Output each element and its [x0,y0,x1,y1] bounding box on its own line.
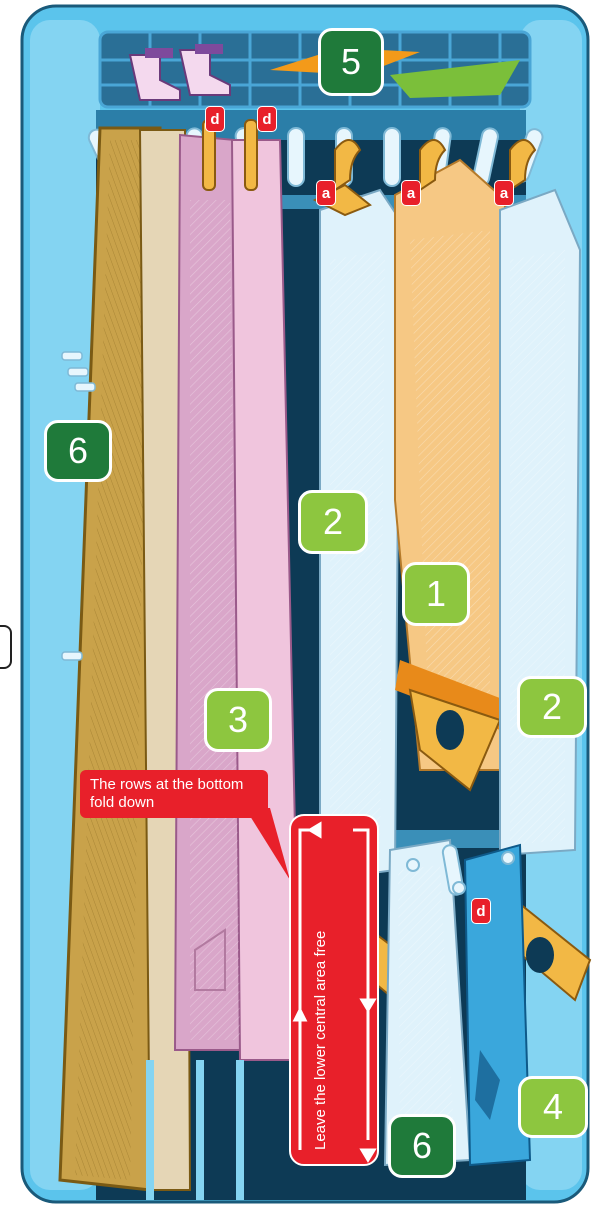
shirt-yellow [395,160,505,790]
badge-6-left: 6 [44,420,112,482]
fold-down-note: The rows at the bottom fold down [80,770,268,818]
tag-d-3: d [471,898,491,924]
badge-1: 1 [402,562,470,626]
side-handle [0,625,12,669]
badge-6-bottom: 6 [388,1114,456,1178]
badge-2-left: 2 [298,490,368,554]
tag-a-1: a [316,180,336,206]
badge-3: 3 [204,688,272,752]
tag-a-2: a [401,180,421,206]
badge-5: 5 [318,28,384,96]
pink-trousers [175,135,300,1060]
tag-a-3: a [494,180,514,206]
leave-free-box [290,815,378,1165]
shirt-right [500,190,580,855]
badge-4: 4 [518,1076,588,1138]
badge-2-right: 2 [517,676,587,738]
leave-free-note: Leave the lower central area free [312,870,330,1150]
tag-d-1: d [205,106,225,132]
clip-2 [245,120,257,190]
tag-d-2: d [257,106,277,132]
